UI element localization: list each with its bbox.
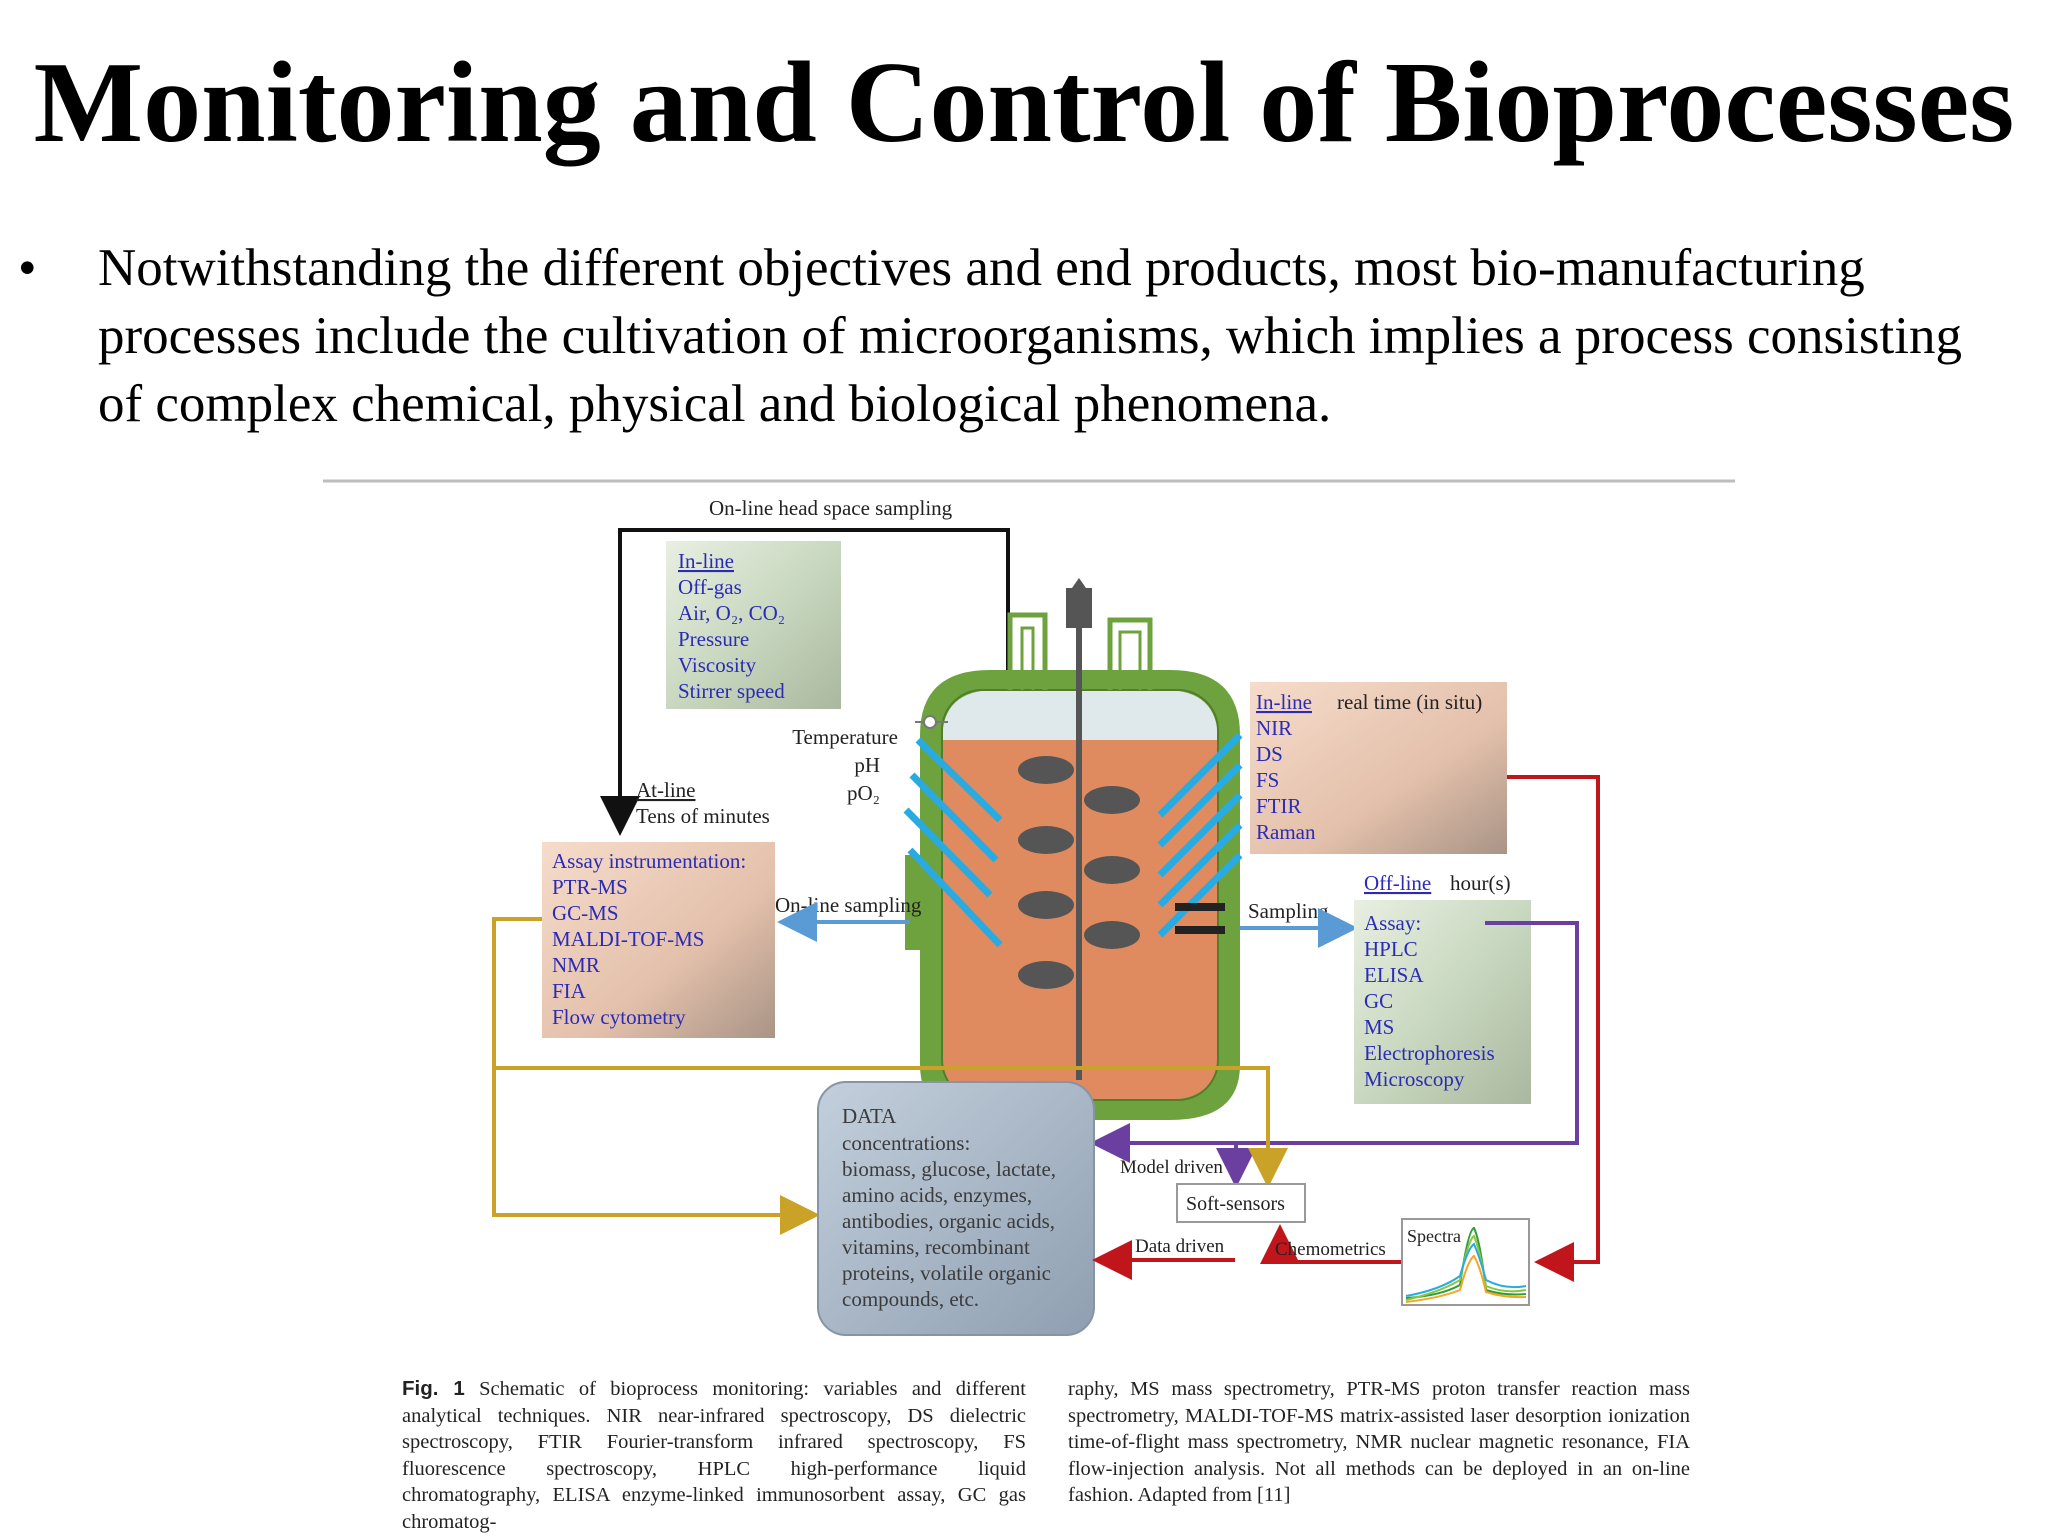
caption-left-text: Schematic of bioprocess monitoring: vari… (402, 1378, 1026, 1533)
offline-item: Microscopy (1364, 1067, 1465, 1091)
caption-right: raphy, MS mass spectrometry, PTR-MS prot… (1068, 1376, 1690, 1509)
bioreactor (903, 578, 1243, 1120)
reactor-port-left-inner (1020, 626, 1035, 690)
soft-sensors-label: Soft-sensors (1186, 1193, 1285, 1215)
data-box-line: antibodies, organic acids, (842, 1209, 1055, 1233)
atline-subheading: Tens of minutes (636, 804, 770, 828)
online-sampling-label: On-line sampling (775, 893, 922, 917)
data-box-line: biomass, glucose, lactate, (842, 1157, 1056, 1181)
right-probe (1157, 792, 1243, 878)
data-box-line: concentrations: (842, 1131, 970, 1155)
assay-heading: Assay instrumentation: (552, 849, 746, 873)
stirrer-motor-top (1072, 578, 1086, 588)
offline-item: MS (1364, 1015, 1394, 1039)
left-probe (909, 772, 999, 863)
soft-sensors-box (1176, 1183, 1306, 1223)
inline-top-box (666, 541, 841, 709)
chemometrics-label: Chemometrics (1275, 1239, 1386, 1260)
spectra-curve (1405, 1254, 1527, 1303)
right-probe (1157, 732, 1243, 818)
offline-sampling-label: Sampling (1248, 899, 1329, 923)
offline-item: HPLC (1364, 937, 1418, 961)
atline-heading: At-line (636, 778, 695, 802)
probe-label-po2: pO₂ (847, 781, 880, 805)
assay-item: PTR-MS (552, 875, 628, 899)
reactor-port-right (1107, 617, 1153, 690)
offline-box (1354, 900, 1531, 1104)
impeller-blade (1084, 856, 1140, 884)
bullet-text: Notwithstanding the different objectives… (98, 239, 1962, 433)
inline-top-item: Stirrer speed (678, 679, 785, 703)
data-box (817, 1081, 1095, 1336)
offline-subheading: hour(s) (1450, 871, 1511, 895)
assay-item: NMR (552, 953, 600, 977)
inline-top-item: Viscosity (678, 653, 757, 677)
right-probe (1157, 762, 1243, 848)
inline-top-item: Off-gas (678, 575, 742, 599)
offline-heading: Off-line (1364, 871, 1431, 895)
stirrer-motor (1066, 588, 1092, 628)
probe-label-ph: pH (854, 753, 880, 777)
data-driven-label: Data driven (1135, 1236, 1225, 1257)
reactor-port-right-inner (1118, 630, 1142, 690)
impeller-blade (1018, 826, 1074, 854)
assay-box (542, 842, 775, 1038)
impeller-blade (1018, 756, 1074, 784)
offline-item: ELISA (1364, 963, 1424, 987)
impeller-blade (1084, 921, 1140, 949)
right-probe (1157, 852, 1243, 938)
inline-right-item: FS (1256, 768, 1279, 792)
offline-item: GC (1364, 989, 1393, 1013)
inline-top-heading: In-line (678, 549, 734, 573)
offline-item: Electrophoresis (1364, 1041, 1495, 1065)
figure-label: Fig. 1 (402, 1377, 465, 1400)
data-box-line: proteins, volatile organic (842, 1261, 1051, 1285)
assay-item: Flow cytometry (552, 1005, 686, 1029)
probe-label-temperature: Temperature (792, 725, 898, 749)
impeller-blade (1018, 891, 1074, 919)
offline-to-data-arrow (1090, 921, 1579, 1163)
data-box-line: amino acids, enzymes, (842, 1183, 1032, 1207)
assay-item: FIA (552, 979, 587, 1003)
right-probe (1157, 822, 1243, 908)
left-probe (915, 737, 1003, 823)
inline-right-item: FTIR (1256, 794, 1302, 818)
caption-left: Fig. 1 Schematic of bioprocess monitorin… (402, 1376, 1026, 1535)
inline-right-item: Raman (1256, 820, 1316, 844)
assay-item: GC-MS (552, 901, 619, 925)
inline-right-item: DS (1256, 742, 1283, 766)
spectra-label: Spectra (1407, 1226, 1461, 1246)
assay-to-softsensor-arrow (494, 1066, 1288, 1188)
reactor-port-left (1007, 612, 1048, 690)
inline-right-heading: In-line (1256, 690, 1312, 714)
bullet-symbol: • (18, 239, 37, 297)
offline-item: Assay: (1364, 911, 1421, 935)
data-box-line: compounds, etc. (842, 1287, 979, 1311)
data-box-line: vitamins, recombinant (842, 1235, 1030, 1259)
assay-item: MALDI-TOF-MS (552, 927, 704, 951)
probe-pointer-dot (923, 715, 937, 729)
inline-right-item: NIR (1256, 716, 1292, 740)
inline-to-spectra-arrow (1507, 775, 1600, 1282)
spectra-curve (1405, 1242, 1527, 1297)
left-probe (907, 847, 1003, 948)
model-driven-label: Model driven (1120, 1157, 1223, 1178)
inline-top-item: Air, O₂, CO₂ (678, 601, 785, 625)
inline-right-subheading: real time (in situ) (1337, 690, 1482, 714)
slide-title: Monitoring and Control of Bioprocesses (33, 39, 2015, 167)
inline-top-item: Pressure (678, 627, 749, 651)
headspace-label: On-line head space sampling (709, 496, 953, 520)
spectra-box (1401, 1218, 1530, 1306)
impeller-blade (1018, 961, 1074, 989)
left-probe (903, 807, 993, 898)
spectra-curve (1405, 1226, 1527, 1299)
caption-right-text: raphy, MS mass spectrometry, PTR-MS prot… (1068, 1378, 1690, 1506)
inline-right-box (1250, 682, 1507, 854)
data-box-line: DATA (842, 1104, 897, 1128)
impeller-blade (1084, 786, 1140, 814)
spectra-curve (1405, 1234, 1527, 1301)
